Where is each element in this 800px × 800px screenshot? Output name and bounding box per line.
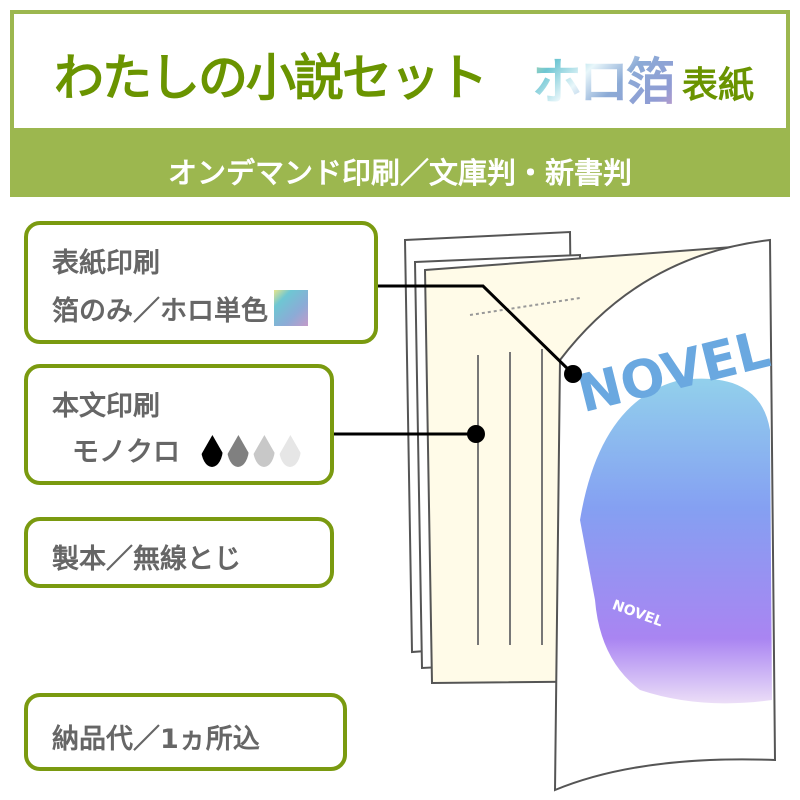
ink-drop-icon — [279, 435, 302, 467]
cover-artwork — [580, 378, 772, 704]
product-title: わたしの小説セット — [54, 49, 488, 107]
page-header-line — [469, 297, 581, 316]
subtitle: オンデマンド印刷／文庫判・新書判 — [167, 156, 632, 190]
body-callout-dot — [467, 425, 485, 443]
body-print-title: 本文印刷 — [52, 391, 160, 422]
cover-callout-dot — [564, 365, 582, 383]
ink-drop-icon — [227, 435, 250, 467]
ink-drop-icon — [201, 435, 224, 467]
body-print-detail-text: モノクロ — [72, 437, 180, 468]
cover-callout-line — [377, 284, 575, 376]
header-title-panel: わたしの小説セット ホロ箔 表紙 — [14, 14, 786, 128]
cover-label: 表紙 — [682, 65, 755, 106]
body-print-detail: モノクロ — [72, 430, 302, 469]
cover-print-box: 表紙印刷 箔のみ／ホロ単色 — [24, 221, 378, 344]
binding-label: 製本／無線とじ — [52, 544, 241, 575]
body-print-box: 本文印刷 モノクロ — [24, 364, 334, 485]
ink-drop-icon — [253, 435, 276, 467]
header: わたしの小説セット ホロ箔 表紙 オンデマンド印刷／文庫判・新書判 — [10, 10, 790, 197]
holo-foil-label: ホロ箔 — [532, 42, 676, 114]
cover-print-detail-text: 箔のみ／ホロ単色 — [52, 296, 268, 327]
holo-swatch-icon — [274, 290, 308, 326]
delivery-box: 納品代／1ヵ所込 — [24, 693, 347, 771]
cover-print-detail: 箔のみ／ホロ単色 — [52, 289, 308, 328]
cover-print-title: 表紙印刷 — [52, 248, 160, 279]
delivery-label: 納品代／1ヵ所込 — [52, 724, 260, 755]
binding-box: 製本／無線とじ — [24, 517, 334, 588]
